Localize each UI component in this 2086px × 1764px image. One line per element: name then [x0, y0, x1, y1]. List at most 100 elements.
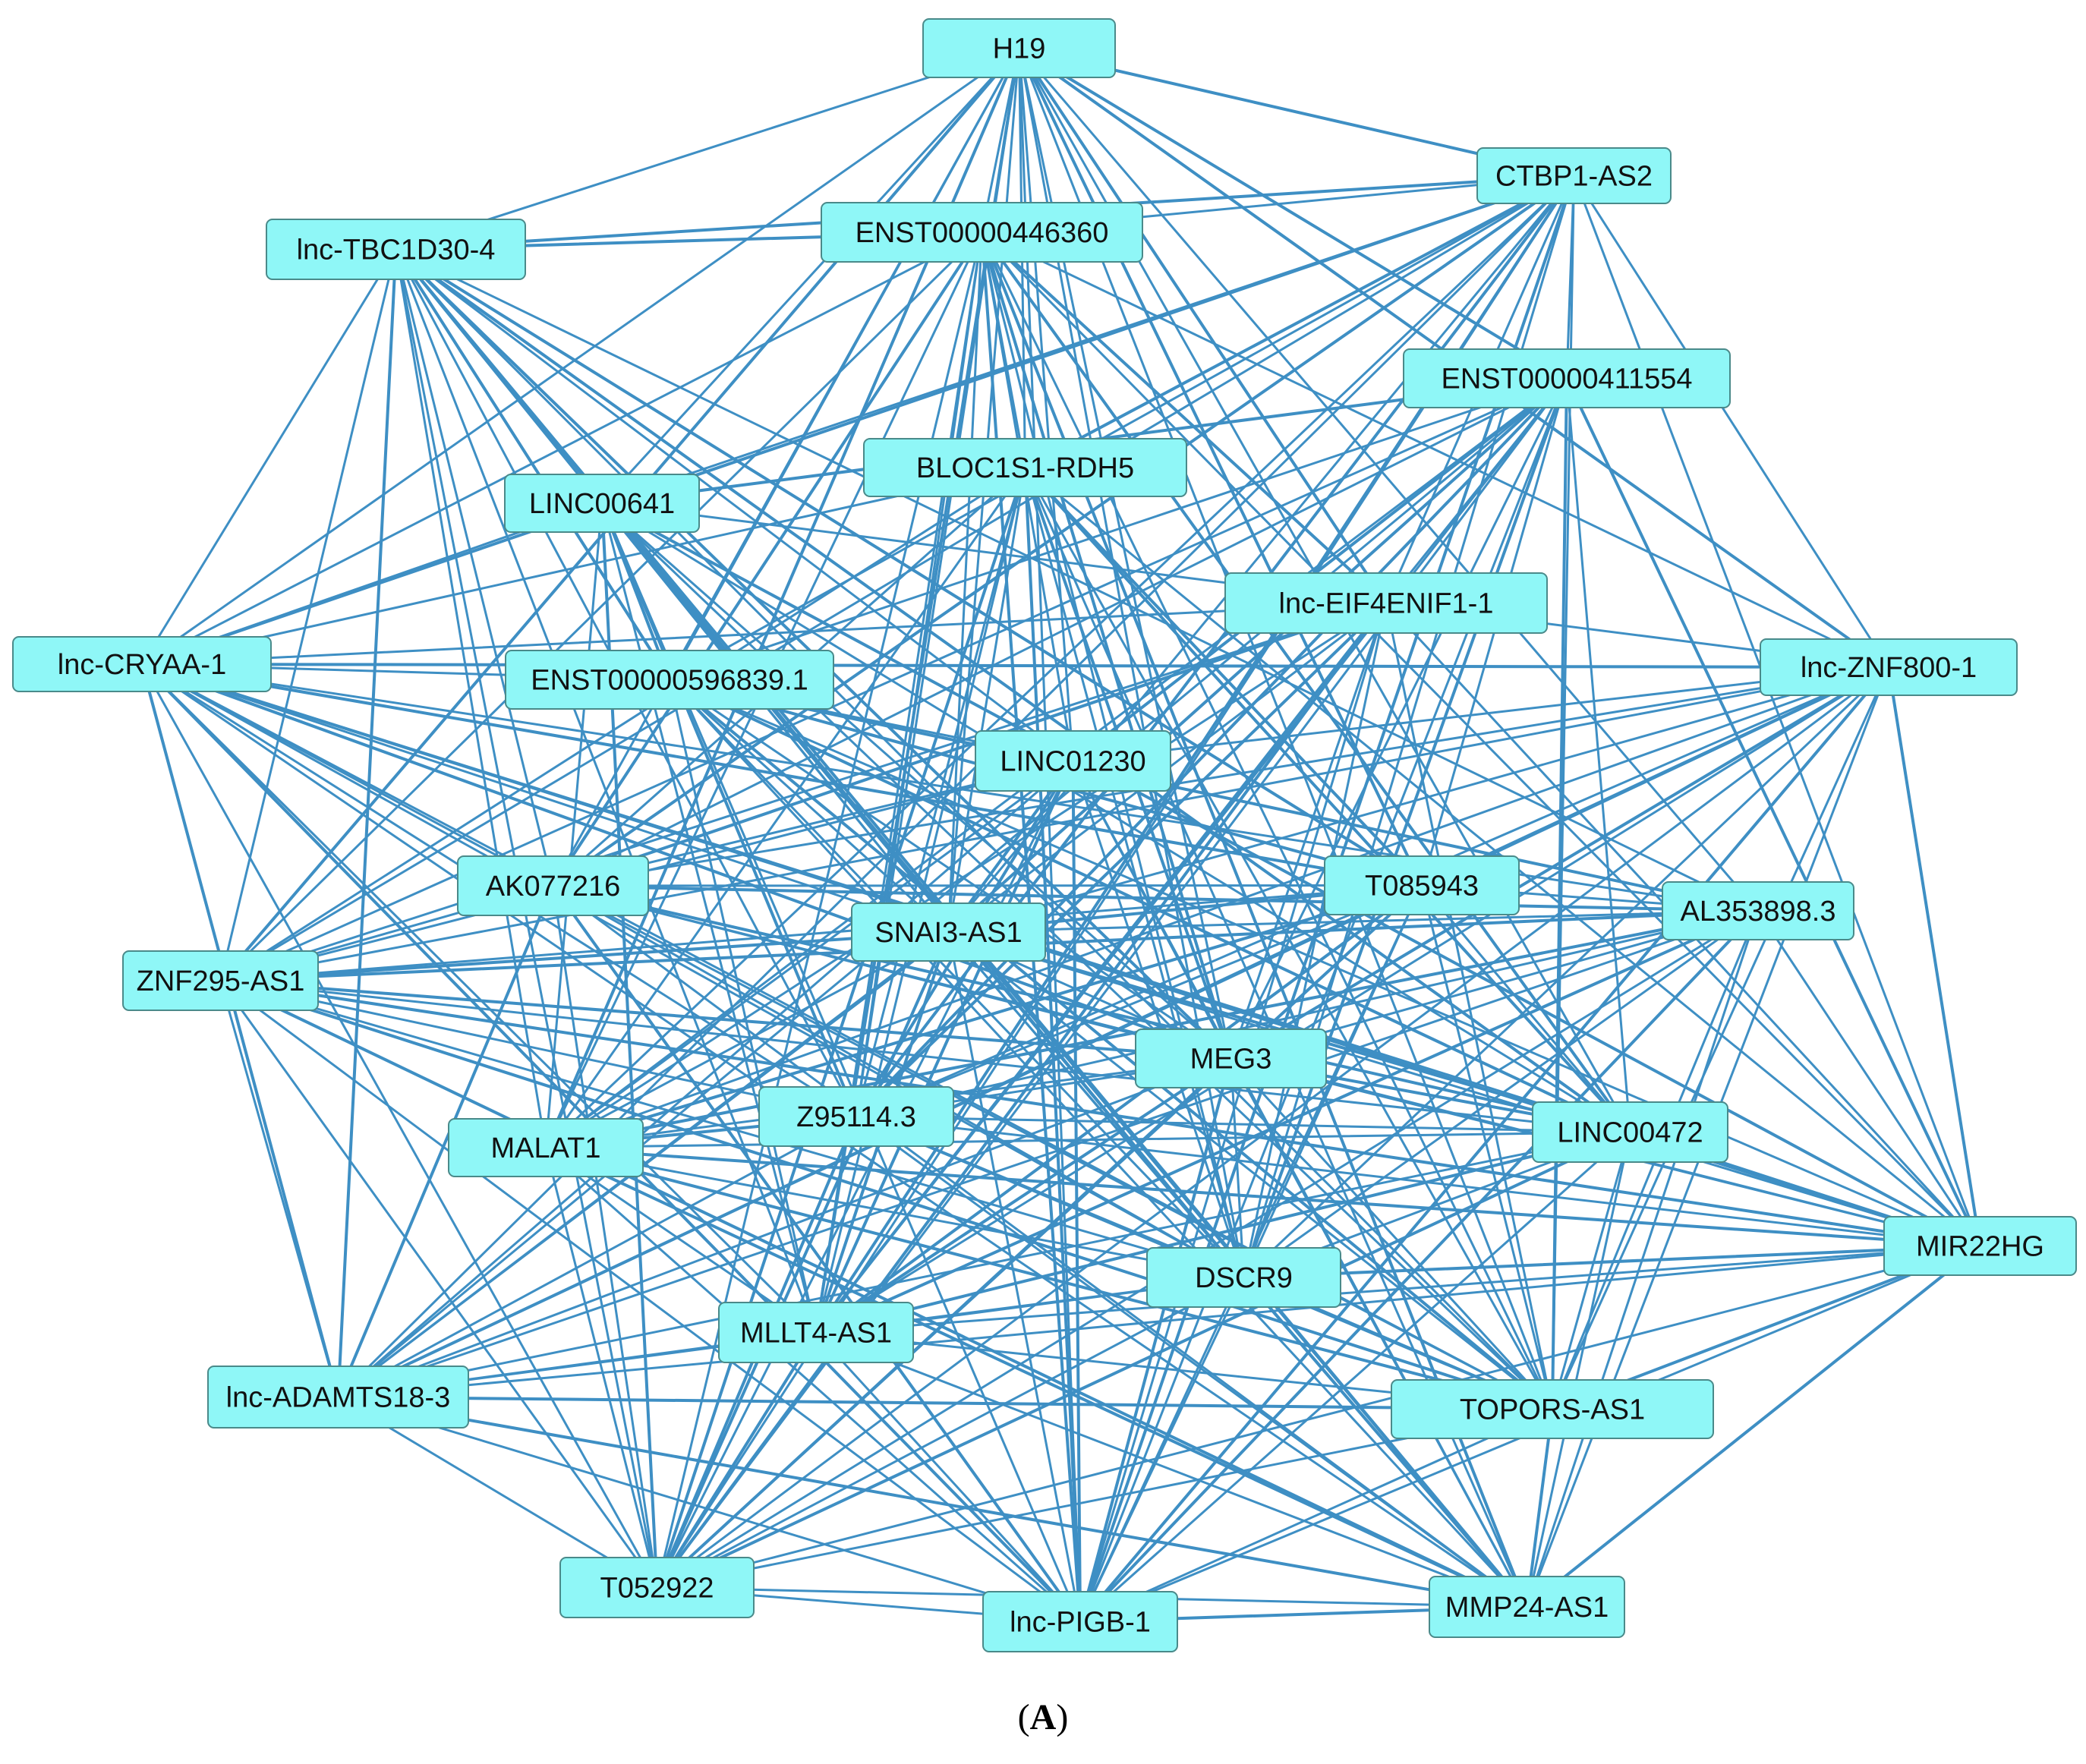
edge-linc00641-meg3	[600, 502, 1232, 1060]
node-enst00000446360[interactable]: ENST00000446360	[821, 202, 1143, 263]
edge-enst00000446360-meg3	[980, 231, 1233, 1060]
edge-z95114-3-mir22hg	[855, 1115, 1981, 1247]
node-lnc-pigb-1[interactable]: lnc-PIGB-1	[982, 1591, 1178, 1652]
node-lnc-tbc1d30-4[interactable]: lnc-TBC1D30-4	[266, 219, 526, 280]
edge-enst00000446360-ak077216	[551, 231, 984, 887]
edge-lnc-znf800-1-mir22hg	[1887, 666, 1982, 1248]
node-mir22hg[interactable]: MIR22HG	[1883, 1216, 2077, 1276]
node-box	[975, 730, 1171, 792]
edge-ak077216-mmp24-as1	[552, 884, 1528, 1608]
node-label: TOPORS-AS1	[1460, 1394, 1645, 1426]
node-ctbp1-as2[interactable]: CTBP1-AS2	[1476, 147, 1672, 204]
node-label: SNAI3-AS1	[874, 917, 1022, 949]
node-snai3-as1[interactable]: SNAI3-AS1	[851, 902, 1046, 962]
edge-topors-as1-lnc-pigb-1	[1079, 1408, 1554, 1623]
edge-enst00000596839-1-mllt4-as1	[668, 679, 818, 1334]
edge-ak077216-topors-as1	[552, 884, 1554, 1410]
node-ak077216[interactable]: AK077216	[457, 855, 649, 916]
edge-mir22hg-dscr9	[1242, 1244, 1982, 1279]
edge-ak077216-lnc-adamts18-3	[336, 884, 555, 1399]
node-linc00641[interactable]: LINC00641	[504, 474, 700, 533]
edge-h19-lnc-eif4enif1-1	[1017, 46, 1388, 605]
node-meg3[interactable]: MEG3	[1135, 1028, 1327, 1088]
edge-malat1-mir22hg	[544, 1146, 1982, 1248]
node-t085943[interactable]: T085943	[1324, 855, 1520, 915]
node-znf295-as1[interactable]: ZNF295-AS1	[122, 950, 319, 1011]
node-box	[266, 219, 526, 280]
node-malat1[interactable]: MALAT1	[448, 1118, 644, 1177]
edge-ak077216-linc00472	[551, 884, 1632, 1134]
node-mmp24-as1[interactable]: MMP24-AS1	[1429, 1576, 1625, 1638]
node-linc01230[interactable]: LINC01230	[975, 730, 1171, 792]
edge-lnc-znf800-1-znf295-as1	[219, 666, 1890, 982]
edge-linc00472-lnc-adamts18-3	[337, 1131, 1631, 1398]
edge-snai3-as1-topors-as1	[947, 931, 1554, 1410]
node-lnc-znf800-1[interactable]: lnc-ZNF800-1	[1760, 638, 2018, 696]
node-box	[1662, 881, 1854, 940]
node-label: lnc-ZNF800-1	[1801, 652, 1977, 684]
node-box	[821, 202, 1143, 263]
node-dscr9[interactable]: DSCR9	[1146, 1247, 1341, 1308]
edge-linc00641-mllt4-as1	[600, 502, 818, 1334]
edge-znf295-as1-linc00472	[219, 979, 1631, 1133]
edge-malat1-topors-as1	[544, 1146, 1554, 1411]
node-z95114-3[interactable]: Z95114.3	[758, 1086, 954, 1147]
edge-lnc-cryaa-1-t085943	[140, 663, 1423, 887]
edge-lnc-tbc1d30-4-mllt4-as1	[395, 248, 818, 1334]
node-box	[851, 902, 1046, 962]
edge-lnc-znf800-1-lnc-pigb-1	[1079, 666, 1890, 1624]
edge-lnc-tbc1d30-4-lnc-adamts18-3	[336, 247, 398, 1399]
node-label: AL353898.3	[1681, 896, 1836, 928]
edge-h19-t085943	[1017, 46, 1423, 887]
edge-enst00000446360-znf295-as1	[219, 231, 983, 982]
node-lnc-cryaa-1[interactable]: lnc-CRYAA-1	[12, 636, 272, 692]
edge-ctbp1-as2-znf295-as1	[219, 175, 1575, 982]
node-mllt4-as1[interactable]: MLLT4-AS1	[718, 1302, 914, 1363]
edge-ak077216-t052922	[552, 884, 658, 1589]
node-enst00000411554[interactable]: ENST00000411554	[1403, 348, 1731, 408]
edge-t085943-mllt4-as1	[815, 884, 1423, 1334]
node-bloc1s1-rdh5[interactable]: BLOC1S1-RDH5	[863, 438, 1187, 497]
edge-t085943-z95114-3	[855, 884, 1423, 1118]
node-lnc-eif4enif1-1[interactable]: lnc-EIF4ENIF1-1	[1224, 572, 1548, 634]
edge-lnc-cryaa-1-lnc-adamts18-3	[140, 663, 340, 1399]
node-enst00000596839-1[interactable]: ENST00000596839.1	[505, 650, 834, 710]
edge-lnc-tbc1d30-4-topors-as1	[395, 248, 1554, 1410]
node-al353898-3[interactable]: AL353898.3	[1662, 881, 1854, 940]
node-box	[718, 1302, 914, 1363]
edge-enst00000411554-linc01230	[1071, 376, 1568, 763]
edge-meg3-topors-as1	[1230, 1057, 1554, 1410]
edge-linc00641-z95114-3	[600, 502, 858, 1118]
edge-znf295-as1-lnc-adamts18-3	[219, 979, 339, 1398]
node-linc00472[interactable]: LINC00472	[1532, 1101, 1728, 1163]
edge-enst00000411554-dscr9	[1242, 376, 1568, 1279]
node-topors-as1[interactable]: TOPORS-AS1	[1391, 1379, 1714, 1439]
edge-enst00000446360-lnc-znf800-1	[981, 231, 1890, 669]
edge-lnc-znf800-1-snai3-as1	[947, 666, 1890, 934]
node-h19[interactable]: H19	[922, 18, 1116, 78]
edge-al353898-3-mmp24-as1	[1526, 909, 1760, 1608]
node-label: H19	[993, 33, 1046, 65]
edge-lnc-tbc1d30-4-enst00000596839-1	[394, 247, 671, 682]
node-box	[122, 950, 319, 1011]
node-label: MEG3	[1190, 1044, 1272, 1076]
edge-lnc-adamts18-3-lnc-pigb-1	[337, 1396, 1082, 1623]
edge-linc01230-dscr9	[1072, 760, 1245, 1279]
edge-lnc-cryaa-1-t052922	[140, 663, 658, 1589]
node-label: LINC00641	[529, 488, 675, 520]
edge-enst00000411554-mir22hg	[1565, 376, 1982, 1248]
node-box	[457, 855, 649, 916]
node-t052922[interactable]: T052922	[559, 1557, 755, 1618]
edge-ctbp1-as2-mir22hg	[1573, 175, 1981, 1247]
edge-enst00000411554-znf295-as1	[219, 377, 1568, 982]
node-label: T052922	[600, 1573, 714, 1605]
caption-open: (	[1017, 1697, 1030, 1737]
edge-linc00641-malat1	[544, 502, 603, 1149]
edge-mllt4-as1-mmp24-as1	[815, 1331, 1528, 1608]
edge-enst00000411554-lnc-adamts18-3	[337, 377, 1568, 1398]
node-lnc-adamts18-3[interactable]: lnc-ADAMTS18-3	[207, 1366, 469, 1429]
edge-malat1-linc00472	[544, 1131, 1631, 1149]
node-label: ENST00000411554	[1442, 364, 1693, 395]
node-box	[1146, 1247, 1341, 1308]
edge-z95114-3-linc00472	[855, 1115, 1631, 1133]
